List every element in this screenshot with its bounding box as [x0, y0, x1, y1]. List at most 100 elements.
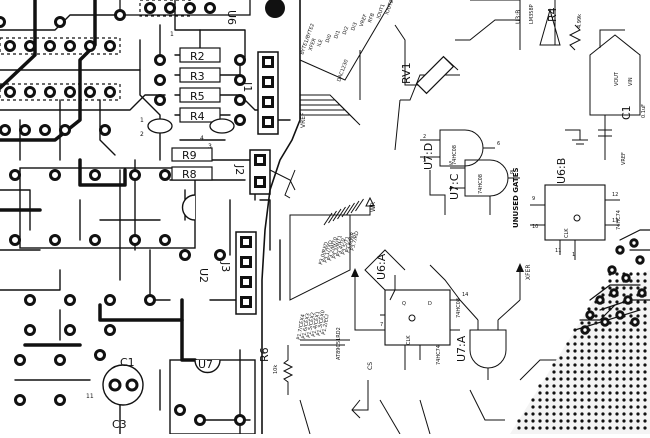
- protoboard-dot: [615, 328, 619, 332]
- protoboard-dot: [580, 356, 584, 360]
- connector-j1-label: J1: [241, 81, 254, 92]
- protoboard-dot: [615, 300, 619, 304]
- protoboard-dot: [587, 405, 591, 409]
- protoboard-dot: [629, 293, 633, 297]
- gate-u7d-part: 74HC08: [452, 145, 458, 165]
- dac-pin-label: IOUT2: [384, 0, 395, 16]
- connector-j3: J3: [219, 231, 257, 315]
- protoboard-dot: [601, 293, 605, 297]
- via-pad: [164, 2, 176, 14]
- gate-u7d-ref: U7:D: [422, 143, 435, 170]
- via-pad: [4, 40, 16, 52]
- protoboard-dot: [608, 370, 612, 374]
- protoboard-dot: [615, 349, 619, 353]
- protoboard-dot: [545, 412, 549, 416]
- via-pad: [234, 114, 246, 126]
- protoboard-dot: [552, 426, 556, 430]
- protoboard-dot: [601, 356, 605, 360]
- protoboard-dot: [559, 363, 563, 367]
- protoboard-dot: [636, 300, 640, 304]
- mcu-pin-label: P3.7/RD: [350, 231, 361, 252]
- protoboard-dot: [615, 419, 619, 423]
- pcb-traces: [0, 0, 291, 435]
- protoboard-dot: [594, 426, 598, 430]
- protoboard-dot: [608, 300, 612, 304]
- via-pad: [54, 16, 66, 28]
- protoboard-dot: [601, 412, 605, 416]
- protoboard-dot: [573, 335, 577, 339]
- protoboard-dot: [601, 426, 605, 430]
- protoboard-dot: [636, 426, 640, 430]
- capacitor-c1-value: 0.1uF: [641, 104, 647, 118]
- mcu-pin-label: P3.5/T1: [341, 236, 352, 256]
- protoboard-dot: [573, 419, 577, 423]
- protoboard-pad: [615, 310, 625, 320]
- protoboard-dot: [601, 405, 605, 409]
- protoboard-dot: [559, 398, 563, 402]
- protoboard-dot: [643, 300, 647, 304]
- protoboard-dot: [552, 384, 556, 388]
- protoboard-dot: [629, 405, 633, 409]
- via-pad: [129, 169, 141, 181]
- protoboard-dot: [531, 412, 535, 416]
- mcu-p1-pin-label: P1.3/CEX0: [316, 310, 326, 337]
- protoboard-dot: [636, 314, 640, 318]
- pcb-via-layer: [0, 2, 246, 426]
- protoboard-dot: [601, 349, 605, 353]
- protoboard-dot: [566, 426, 570, 430]
- via-pad: [194, 414, 206, 426]
- crystal-pads: [147, 0, 285, 134]
- protoboard-dot: [636, 286, 640, 290]
- via-pad: [104, 40, 116, 52]
- protoboard-dot: [636, 342, 640, 346]
- protoboard-dot: [559, 370, 563, 374]
- protoboard-dot: [601, 377, 605, 381]
- protoboard-dot: [538, 419, 542, 423]
- protoboard-dot: [615, 370, 619, 374]
- mcu-p1-pin-list: P1.7/CEX4P1.6/CEX3P1.5/CEX2P1.4/CEX1P1.3…: [296, 310, 331, 341]
- protoboard-dot: [629, 419, 633, 423]
- resistor-r2-label: R2: [190, 50, 205, 63]
- protoboard-dot: [622, 426, 626, 430]
- dac-pin-label: DI1: [333, 30, 342, 40]
- protoboard-dot: [608, 286, 612, 290]
- protoboard-dot: [601, 370, 605, 374]
- dac-pin-label: IOUT1: [376, 3, 387, 19]
- via-pad: [234, 54, 246, 66]
- protoboard-dot: [538, 398, 542, 402]
- protoboard-dot: [608, 412, 612, 416]
- protoboard-dot: [594, 419, 598, 423]
- cs-signal: CS: [351, 268, 374, 419]
- protoboard-dot: [587, 419, 591, 423]
- via-pad: [4, 86, 16, 98]
- protoboard-dot: [601, 363, 605, 367]
- protoboard-dot: [594, 314, 598, 318]
- via-pad: [234, 94, 246, 106]
- protoboard-dot: [594, 405, 598, 409]
- protoboard-dot: [531, 419, 535, 423]
- protoboard-dot: [643, 342, 647, 346]
- via-pad: [64, 324, 76, 336]
- dac-pin-label: DI0: [325, 34, 334, 44]
- dac-vref-label: VREF: [300, 112, 307, 128]
- mcu-pin-line: [337, 206, 346, 220]
- protoboard-dot: [587, 398, 591, 402]
- protoboard-dot: [622, 286, 626, 290]
- protoboard-dot: [531, 426, 535, 430]
- protoboard-dot: [552, 370, 556, 374]
- via-pad: [14, 354, 26, 366]
- protoboard-dot: [601, 391, 605, 395]
- protoboard-pad: [607, 265, 617, 275]
- protoboard-dot: [643, 328, 647, 332]
- protoboard-dot: [643, 356, 647, 360]
- protoboard-dot: [566, 349, 570, 353]
- protoboard-pad: [623, 295, 633, 305]
- protoboard-dot: [517, 419, 521, 423]
- protoboard-dot: [566, 342, 570, 346]
- protoboard-dot: [615, 272, 619, 276]
- protoboard-dot: [524, 419, 528, 423]
- opamp-u3b: U3:B LM358P R4 4.99k: [470, 0, 583, 51]
- protoboard-pad: [621, 273, 631, 283]
- opamp-u3b-ref: U3:B: [515, 10, 522, 24]
- protoboard-dot: [559, 412, 563, 416]
